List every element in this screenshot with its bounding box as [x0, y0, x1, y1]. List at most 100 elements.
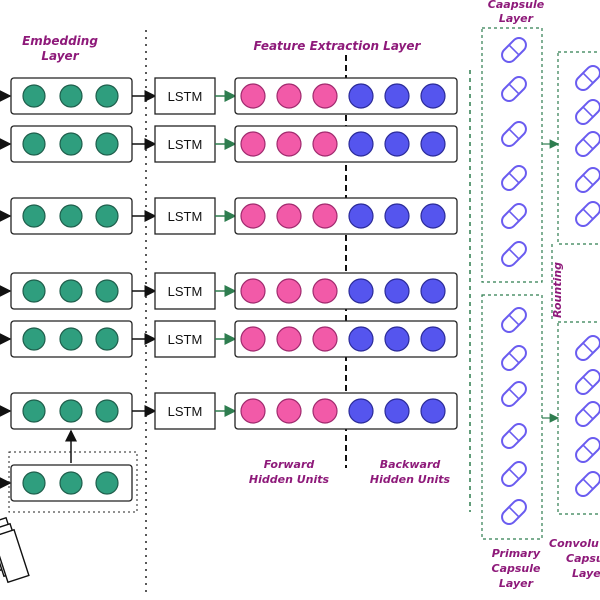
routing-label: Rounting — [551, 262, 564, 318]
row-3: LSTM — [0, 197, 458, 235]
pill-icon — [575, 99, 600, 125]
lstm-label: LSTM — [168, 209, 203, 224]
backward-node — [384, 131, 410, 157]
embedding-node — [59, 327, 83, 351]
lstm-label: LSTM — [168, 137, 203, 152]
pill-icon — [575, 369, 600, 395]
backward-node — [348, 326, 374, 352]
embedding-node — [95, 471, 119, 495]
conv-capsule-label-2: Capsu — [566, 552, 600, 565]
embedding-node — [59, 279, 83, 303]
pill-icon — [575, 401, 600, 427]
pill-icon — [501, 307, 527, 333]
embedding-node — [59, 132, 83, 156]
row-5: LSTM — [0, 320, 458, 358]
embedding-node — [22, 471, 46, 495]
backward-node — [420, 278, 446, 304]
forward-node — [240, 203, 266, 229]
conv-capsule-panel-top — [557, 51, 600, 245]
backward-node — [384, 398, 410, 424]
embedding-node — [59, 204, 83, 228]
row-1: LSTM — [0, 77, 458, 115]
backward-node — [348, 203, 374, 229]
pill-icon — [575, 65, 600, 91]
forward-node — [276, 83, 302, 109]
capsules-layer — [501, 37, 600, 525]
pill-icon — [501, 165, 527, 191]
primary-capsule-label-3: Layer — [499, 577, 534, 590]
forward-node — [276, 398, 302, 424]
lstm-box — [154, 392, 216, 430]
embedding-node — [59, 399, 83, 423]
pill-icon — [501, 381, 527, 407]
backward-node — [348, 83, 374, 109]
pill-icon — [575, 167, 600, 193]
forward-hidden-units-label-2: Hidden Units — [249, 473, 330, 486]
embedding-node — [22, 204, 46, 228]
embedding-node — [59, 471, 83, 495]
backward-node — [420, 83, 446, 109]
forward-node — [240, 326, 266, 352]
pill-icon — [501, 461, 527, 487]
embedding-node — [22, 399, 46, 423]
conv-capsule-label-3: Laye — [572, 567, 600, 580]
pill-icon — [501, 345, 527, 371]
pill-icon — [575, 335, 600, 361]
lstm-label: LSTM — [168, 404, 203, 419]
backward-node — [384, 203, 410, 229]
rows-layer: LSTM LSTM LSTM LSTM LSTM LSTM — [0, 77, 458, 513]
embedding-node — [95, 327, 119, 351]
embedding-node — [95, 84, 119, 108]
conv-capsule-panel-bottom — [557, 321, 600, 515]
pill-icon — [575, 471, 600, 497]
embedding-node — [22, 327, 46, 351]
row-4: LSTM — [0, 272, 458, 310]
capsule-layer-label: Caapsule — [488, 0, 545, 11]
conv-capsule-label: Convolu — [549, 537, 599, 550]
forward-node — [276, 326, 302, 352]
pill-icon — [501, 499, 527, 525]
forward-node — [312, 131, 338, 157]
row-2: LSTM — [0, 125, 458, 163]
backward-hidden-units-label-2: Hidden Units — [370, 473, 451, 486]
primary-capsule-label-2: Capsule — [492, 562, 542, 575]
pill-icon — [501, 37, 527, 63]
document-stack-icon — [0, 516, 30, 584]
embedding-node — [95, 399, 119, 423]
extra-embedding-row — [0, 429, 138, 513]
lstm-label: LSTM — [168, 89, 203, 104]
embedding-node — [95, 132, 119, 156]
pill-icon — [575, 437, 600, 463]
forward-node — [240, 398, 266, 424]
backward-node — [348, 278, 374, 304]
lstm-label: LSTM — [168, 284, 203, 299]
forward-node — [240, 131, 266, 157]
pill-icon — [575, 131, 600, 157]
backward-node — [420, 131, 446, 157]
lstm-box — [154, 272, 216, 310]
capsule-layer-label-2: Layer — [499, 12, 534, 25]
forward-node — [240, 83, 266, 109]
forward-node — [276, 278, 302, 304]
forward-node — [276, 203, 302, 229]
embedding-layer-label: Embedding — [22, 34, 98, 48]
forward-hidden-units-label: Forward — [264, 458, 315, 471]
backward-node — [348, 131, 374, 157]
primary-capsule-label: Primary — [492, 547, 541, 560]
backward-node — [384, 326, 410, 352]
backward-node — [384, 83, 410, 109]
embedding-frame — [8, 451, 138, 513]
lstm-box — [154, 197, 216, 235]
embedding-node — [95, 279, 119, 303]
lstm-label: LSTM — [168, 332, 203, 347]
forward-node — [240, 278, 266, 304]
feature-extraction-label: Feature Extraction Layer — [254, 39, 422, 53]
backward-node — [420, 326, 446, 352]
pill-icon — [501, 76, 527, 102]
pill-icon — [501, 203, 527, 229]
pill-icon — [501, 241, 527, 267]
forward-node — [312, 398, 338, 424]
lstm-box — [154, 77, 216, 115]
embedding-node — [22, 84, 46, 108]
